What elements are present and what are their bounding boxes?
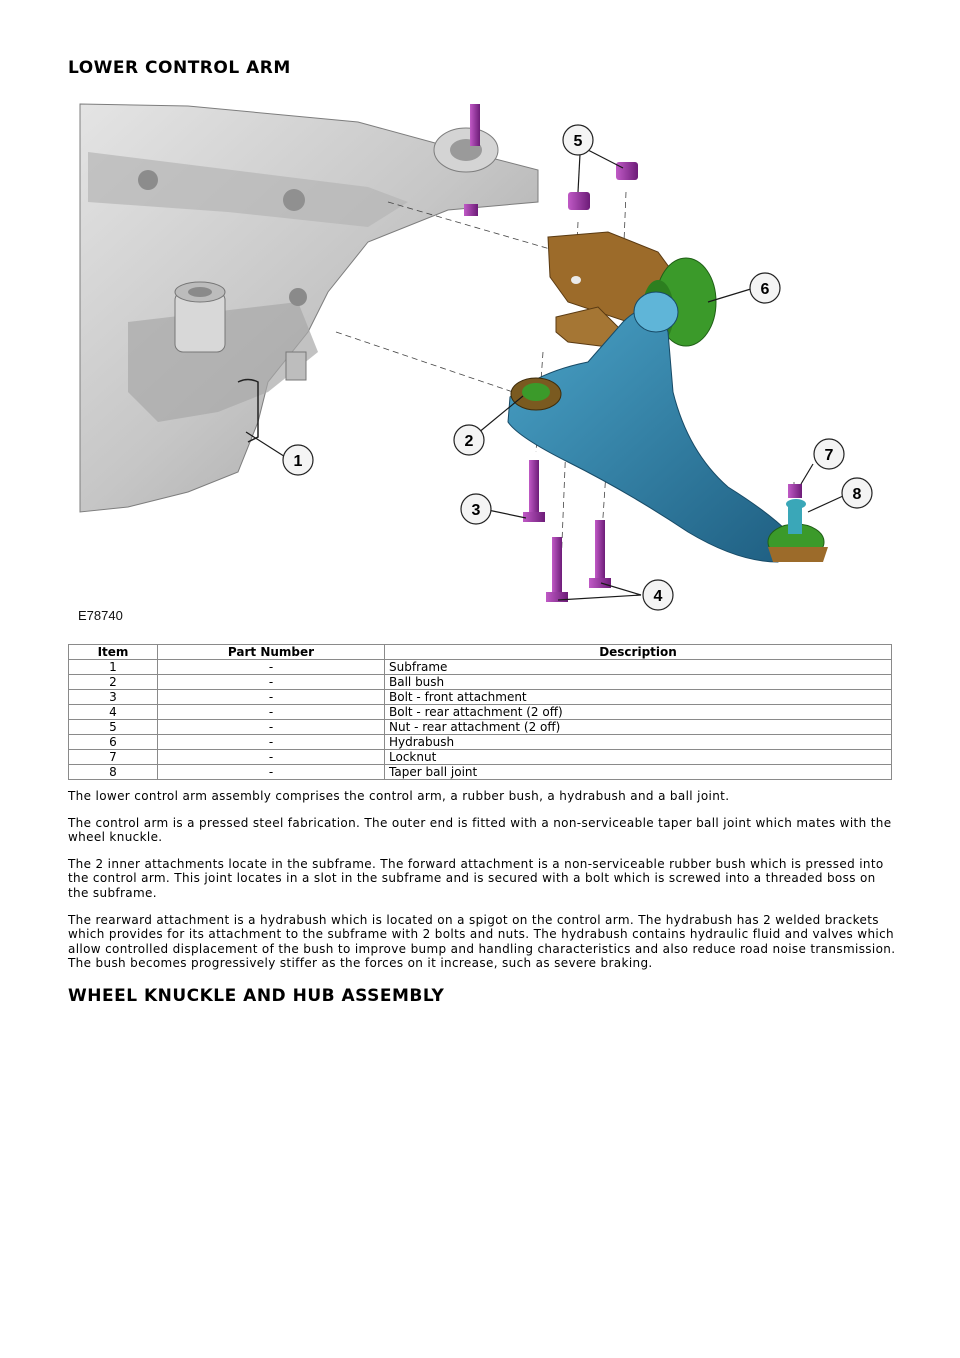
cell-description: Locknut — [384, 749, 892, 765]
svg-text:4: 4 — [654, 588, 663, 605]
callout-1: 1 — [282, 444, 314, 476]
cell-description: Hydrabush — [384, 734, 892, 750]
cell-item: 3 — [68, 689, 158, 705]
cell-item: 8 — [68, 764, 158, 780]
cell-item: 1 — [68, 659, 158, 675]
table-row: 7 - Locknut — [68, 749, 892, 765]
cell-item: 4 — [68, 704, 158, 720]
cell-item: 6 — [68, 734, 158, 750]
svg-text:5: 5 — [574, 133, 583, 150]
parts-table: Item Part Number Description 1 - Subfram… — [68, 644, 892, 780]
taper-ball-joint — [767, 499, 828, 562]
paragraph-rearward-attachment: The rearward attachment is a hydrabush w… — [68, 912, 896, 971]
table-row: 5 - Nut - rear attachment (2 off) — [68, 719, 892, 735]
cell-item: 2 — [68, 674, 158, 690]
locknut — [788, 484, 802, 498]
svg-text:8: 8 — [853, 486, 862, 503]
table-row: 8 - Taper ball joint — [68, 764, 892, 780]
paragraph-overview: The lower control arm assembly comprises… — [68, 789, 730, 803]
cell-part-number: - — [157, 659, 385, 675]
callout-6: 6 — [749, 272, 781, 304]
exploded-view-illustration: 1 2 3 4 5 6 7 8 E78740 — [68, 92, 890, 630]
control-arm — [507, 291, 789, 563]
figure-code: E78740 — [78, 608, 123, 623]
cell-description: Ball bush — [384, 674, 892, 690]
ball-bush — [510, 377, 562, 411]
table-row: 4 - Bolt - rear attachment (2 off) — [68, 704, 892, 720]
table-row: 2 - Ball bush — [68, 674, 892, 690]
svg-text:2: 2 — [465, 433, 474, 450]
header-part-number: Part Number — [157, 644, 385, 660]
svg-text:1: 1 — [294, 453, 303, 470]
svg-text:6: 6 — [761, 281, 770, 298]
callout-3: 3 — [460, 493, 492, 525]
cell-part-number: - — [157, 734, 385, 750]
subframe-shape — [79, 103, 539, 513]
header-item: Item — [68, 644, 158, 660]
hydrabush-bracket — [547, 231, 681, 348]
svg-text:3: 3 — [472, 502, 481, 519]
cell-part-number: - — [157, 749, 385, 765]
cell-part-number: - — [157, 719, 385, 735]
cell-description: Taper ball joint — [384, 764, 892, 780]
cell-item: 5 — [68, 719, 158, 735]
cell-part-number: - — [157, 674, 385, 690]
callout-7: 7 — [813, 438, 845, 470]
subframe-stud — [464, 104, 480, 216]
cell-part-number: - — [157, 704, 385, 720]
callout-8: 8 — [841, 477, 873, 509]
rear-attachment-nuts — [568, 162, 638, 210]
section-title: LOWER CONTROL ARM — [68, 58, 291, 78]
cell-description: Bolt - front attachment — [384, 689, 892, 705]
next-section-title: WHEEL KNUCKLE AND HUB ASSEMBLY — [68, 986, 445, 1006]
front-attachment-bolt — [523, 460, 545, 522]
callout-5: 5 — [562, 124, 594, 156]
paragraph-inner-attachments: The 2 inner attachments locate in the su… — [68, 856, 884, 900]
svg-text:7: 7 — [825, 447, 834, 464]
table-row: 6 - Hydrabush — [68, 734, 892, 750]
cell-part-number: - — [157, 689, 385, 705]
cell-item: 7 — [68, 749, 158, 765]
cell-description: Subframe — [384, 659, 892, 675]
callout-2: 2 — [453, 424, 485, 456]
table-row: 1 - Subframe — [68, 659, 892, 675]
table-row: 3 - Bolt - front attachment — [68, 689, 892, 705]
rear-attachment-bolts — [546, 520, 611, 602]
header-description: Description — [384, 644, 892, 660]
paragraph-construction: The control arm is a pressed steel fabri… — [68, 815, 892, 845]
cell-part-number: - — [157, 764, 385, 780]
body-text: The lower control arm assembly comprises… — [68, 789, 898, 983]
cell-description: Bolt - rear attachment (2 off) — [384, 704, 892, 720]
cell-description: Nut - rear attachment (2 off) — [384, 719, 892, 735]
callout-4: 4 — [642, 579, 674, 611]
table-header-row: Item Part Number Description — [68, 644, 892, 660]
